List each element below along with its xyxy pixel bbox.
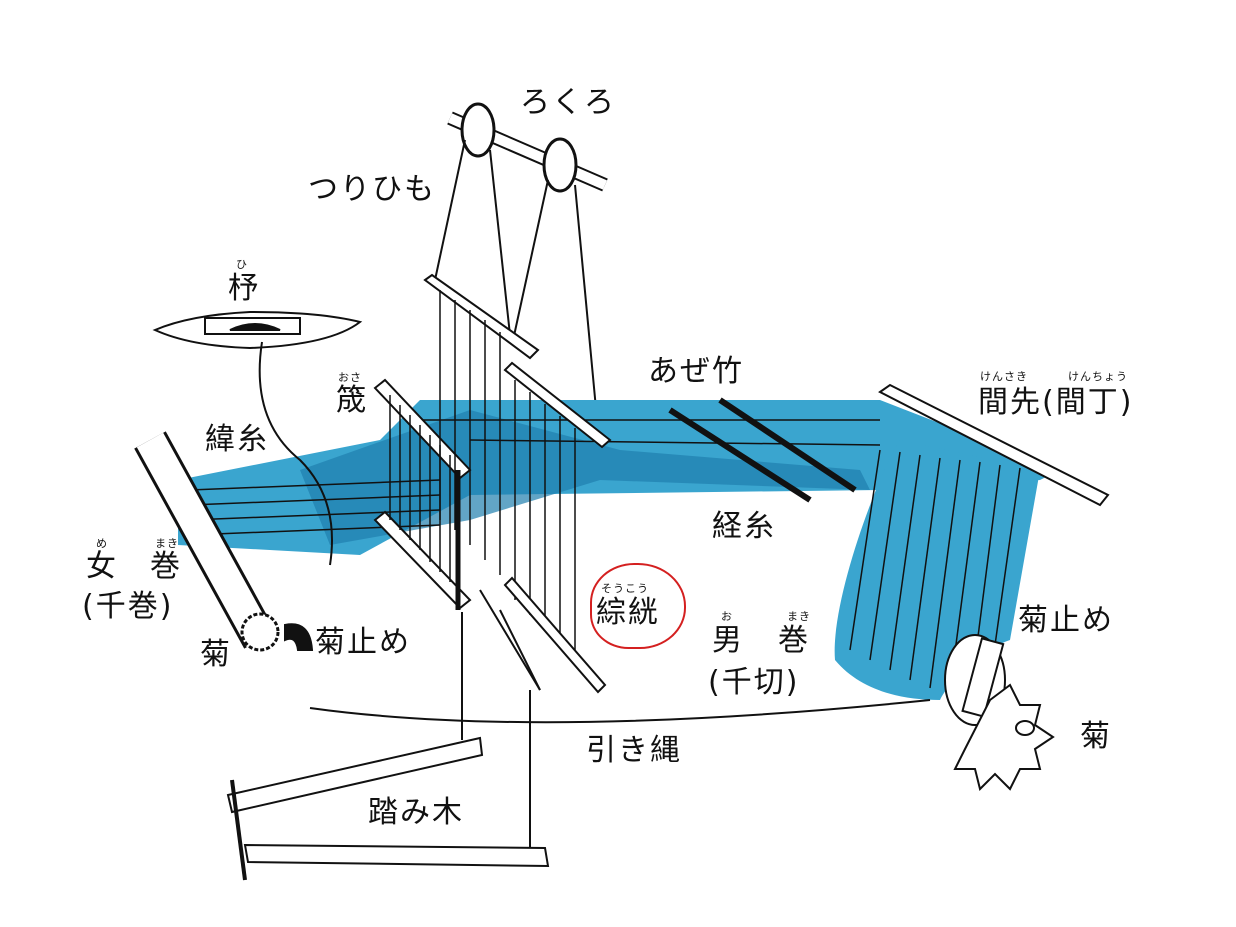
osa-ruby: おさ xyxy=(338,371,362,384)
memaki-label-1: 女 xyxy=(86,549,118,584)
tsurihimo-label: つりひも xyxy=(308,172,436,207)
omaki-label-2: 巻 xyxy=(778,623,810,658)
kiku-left-label: 菊 xyxy=(200,637,232,672)
warp-threads xyxy=(178,400,1060,700)
memaki-alt-label: (千巻) xyxy=(82,589,174,624)
kikudome-right-label: 菊止め xyxy=(1018,603,1114,638)
soukou-heddle-label: 綜絖 xyxy=(596,595,660,630)
kikudome-left-label: 菊止め xyxy=(315,625,411,660)
omaki-ruby1: お xyxy=(721,610,733,623)
tateito-warp-label: 経糸 xyxy=(712,509,776,544)
kiku-right-label: 菊 xyxy=(1080,719,1112,754)
memaki-ruby1: め xyxy=(96,537,108,550)
omaki-ruby2: まき xyxy=(787,610,811,623)
rokuro-pulley xyxy=(447,102,608,193)
fumiki-treadle-label: 踏み木 xyxy=(368,795,464,830)
kensaki-ruby: けんさき xyxy=(980,370,1028,383)
kensaki-label: 間先(間丁) xyxy=(978,385,1134,420)
memaki-ruby2: まき xyxy=(155,537,179,550)
hi-ruby: ひ xyxy=(236,258,248,271)
hikinawa-label: 引き縄 xyxy=(586,733,682,768)
hi-shuttle-label: 杼 xyxy=(228,271,260,306)
osa-reed-label: 筬 xyxy=(336,383,368,418)
azedake-label: あぜ竹 xyxy=(648,354,744,389)
kencho-ruby: けんちょう xyxy=(1068,370,1128,383)
yokoito-weft-label: 緯糸 xyxy=(205,422,269,457)
soukou-highlight-circle xyxy=(590,563,686,649)
omaki-alt-label: (千切) xyxy=(708,665,800,700)
memaki-label-2: 巻 xyxy=(150,549,182,584)
soukou-ruby: そうこう xyxy=(601,582,649,595)
omaki-label-1: 男 xyxy=(712,623,744,658)
rokuro-label: ろくろ xyxy=(520,85,616,120)
